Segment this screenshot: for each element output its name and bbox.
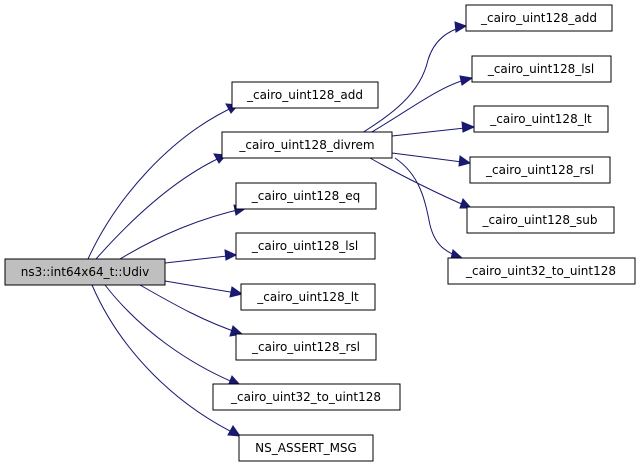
edge-divrem-to-lt (391, 121, 476, 137)
node-root-udiv[interactable]: ns3::int64x64_t::Udiv (4, 258, 166, 286)
node-l2-uint128-lt[interactable]: _cairo_uint128_lt (473, 105, 609, 133)
node-uint128-divrem[interactable]: _cairo_uint128_divrem (221, 131, 393, 159)
node-label: _cairo_uint128_rsl (251, 340, 360, 354)
node-l2-uint128-add[interactable]: _cairo_uint128_add (465, 4, 613, 32)
node-box (235, 182, 377, 210)
node-label: _cairo_uint128_eq (251, 189, 360, 203)
node-label: _cairo_uint128_add (246, 88, 363, 102)
node-box (235, 232, 376, 260)
node-box (221, 131, 393, 159)
node-box (471, 55, 612, 83)
node-root-box (4, 258, 166, 286)
node-box (465, 4, 613, 32)
node-label: _cairo_uint128_add (480, 11, 597, 25)
node-box (240, 283, 376, 311)
edge-divrem-to-lsl (369, 75, 474, 134)
edges (87, 21, 476, 437)
node-box (473, 105, 609, 133)
node-label: _cairo_uint32_to_uint128 (465, 264, 616, 278)
node-uint128-add[interactable]: _cairo_uint128_add (231, 81, 379, 109)
edge-divrem-to-add (361, 21, 468, 134)
node-label: _cairo_uint128_lsl (487, 62, 594, 76)
node-uint128-lt[interactable]: _cairo_uint128_lt (240, 283, 376, 311)
node-l2-uint32-to-uint128[interactable]: _cairo_uint32_to_uint128 (447, 257, 636, 285)
node-label: NS_ASSERT_MSG (255, 441, 357, 455)
node-label: _cairo_uint128_lt (489, 112, 592, 126)
node-box (212, 383, 401, 411)
node-label: _cairo_uint128_divrem (238, 138, 374, 152)
edge-divrem-to-sub (369, 157, 473, 209)
node-box (235, 333, 377, 361)
edge-udiv-to-lt (164, 280, 244, 298)
edge-udiv-to-divrem (95, 153, 228, 260)
edge-udiv-to-rsl (139, 284, 244, 337)
node-box (238, 434, 374, 462)
edge-udiv-to-lsl (164, 249, 238, 264)
node-uint128-eq[interactable]: _cairo_uint128_eq (235, 182, 377, 210)
node-label: _cairo_uint128_sub (482, 213, 598, 227)
edge-divrem-to-u32 (394, 157, 464, 260)
node-uint128-lsl[interactable]: _cairo_uint128_lsl (235, 232, 376, 260)
node-l2-uint128-lsl[interactable]: _cairo_uint128_lsl (471, 55, 612, 83)
node-label: _cairo_uint128_lsl (251, 239, 358, 253)
node-uint128-rsl[interactable]: _cairo_uint128_rsl (235, 333, 377, 361)
node-box (231, 81, 379, 109)
node-label: _cairo_uint128_lt (256, 290, 359, 304)
edge-udiv-to-assert (91, 284, 242, 437)
node-uint32-to-uint128[interactable]: _cairo_uint32_to_uint128 (212, 383, 401, 411)
node-root-label: ns3::int64x64_t::Udiv (21, 265, 150, 279)
node-label: _cairo_uint128_rsl (485, 163, 594, 177)
node-l2-uint128-sub[interactable]: _cairo_uint128_sub (466, 206, 615, 234)
node-l2-uint128-rsl[interactable]: _cairo_uint128_rsl (469, 156, 611, 184)
edge-divrem-to-rsl (391, 152, 472, 167)
edge-udiv-to-u32 (104, 284, 242, 387)
node-box (469, 156, 611, 184)
node-box (466, 206, 615, 234)
node-box (447, 257, 636, 285)
node-label: _cairo_uint32_to_uint128 (230, 390, 381, 404)
node-ns-assert-msg[interactable]: NS_ASSERT_MSG (238, 434, 374, 462)
